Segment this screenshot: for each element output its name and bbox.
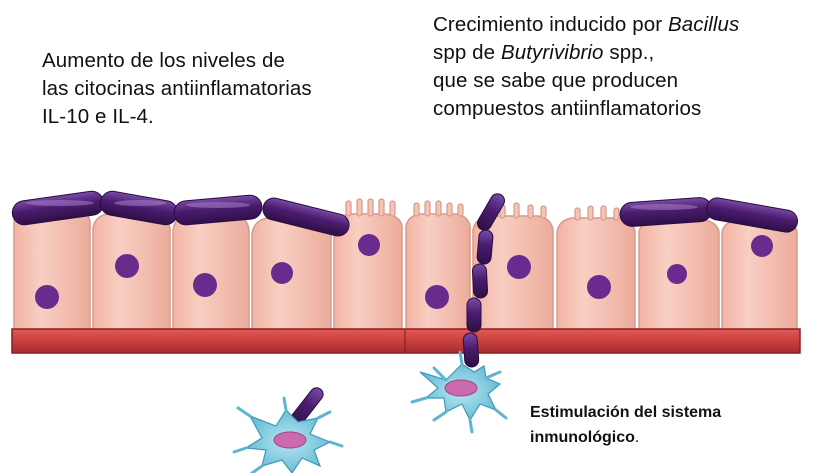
nucleus xyxy=(35,285,59,309)
growth-annotation-line4: compuestos antiinflamatorios xyxy=(433,97,702,120)
bacteria-chain-left xyxy=(11,190,350,237)
cytokine-annotation: Aumento de los niveles de las citocinas … xyxy=(42,47,402,131)
epithelial-cell-layer xyxy=(13,205,798,331)
nucleus xyxy=(358,234,380,256)
growth-annotation: Crecimiento inducido por Bacillus spp de… xyxy=(433,11,827,123)
immune-annotation-line2: inmunológico. xyxy=(530,425,721,450)
basement-membrane xyxy=(11,328,801,354)
cell-nuclei xyxy=(35,234,773,309)
growth-line2-suffix: spp., xyxy=(603,41,655,64)
nucleus xyxy=(193,273,217,297)
growth-annotation-line3: que se sabe que producen xyxy=(433,69,679,92)
bacterium xyxy=(477,193,505,231)
nucleus xyxy=(115,254,139,278)
cytokine-annotation-line1: Aumento de los niveles de xyxy=(42,49,285,72)
growth-line2-text: spp de xyxy=(433,41,501,64)
bacterium xyxy=(173,194,263,226)
immune-annotation-period: . xyxy=(634,429,640,446)
nucleus xyxy=(587,275,611,299)
butyrivibrio-name: Butyrivibrio xyxy=(500,41,604,64)
bacteria-highlights xyxy=(26,200,698,210)
nucleus xyxy=(667,264,687,284)
growth-annotation-line2: spp de Butyrivibrio spp., xyxy=(433,39,827,67)
nucleus xyxy=(507,255,531,279)
cytokine-annotation-line3: IL-10 e IL-4. xyxy=(42,105,154,128)
bacterium xyxy=(471,263,489,299)
translocating-bacteria xyxy=(462,193,505,368)
growth-line1-text: Crecimiento inducido por xyxy=(433,13,668,36)
immune-annotation: Estimulación del sistema inmunológico. xyxy=(530,400,721,450)
bacterium xyxy=(476,229,494,265)
bacterium xyxy=(462,332,480,368)
growth-annotation-line1: Crecimiento inducido por Bacillus xyxy=(433,11,827,39)
immune-annotation-line2-bold: inmunológico xyxy=(530,429,635,446)
bacillus-name: Bacillus xyxy=(667,13,740,36)
nucleus xyxy=(271,262,293,284)
nucleus xyxy=(751,235,773,257)
epithelial-cell xyxy=(556,217,636,331)
epithelial-cell xyxy=(172,213,250,331)
epithelial-cell xyxy=(405,213,471,331)
dendritic-cell-left xyxy=(232,387,344,473)
dendritic-cell-right xyxy=(410,350,508,434)
bacterium xyxy=(466,297,482,333)
nucleus xyxy=(425,285,449,309)
cytokine-annotation-line2: las citocinas antiinflamatorias xyxy=(42,77,312,100)
immune-annotation-line1: Estimulación del sistema xyxy=(530,404,722,421)
bacterium xyxy=(706,197,798,233)
bacterium xyxy=(262,197,350,237)
